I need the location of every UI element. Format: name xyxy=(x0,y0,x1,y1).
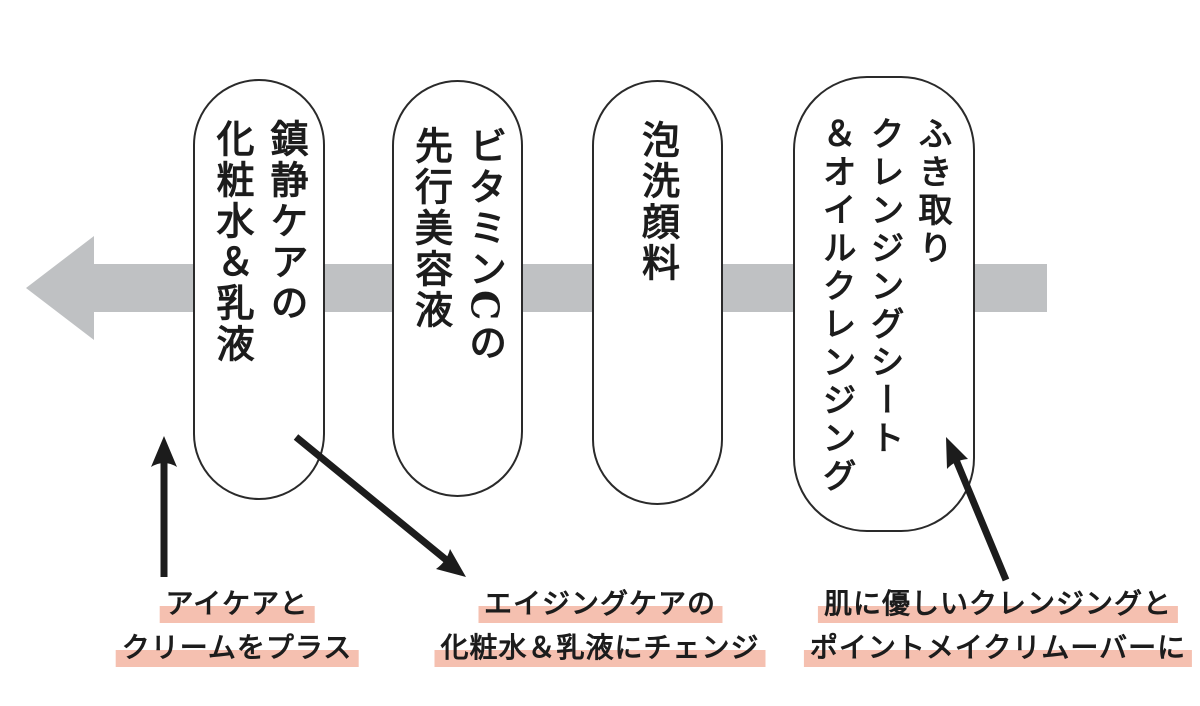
note-line: ポイントメイクリムーバーに xyxy=(803,626,1193,670)
capsule-text-column: 泡洗顔料 xyxy=(635,120,681,284)
highlighted-text: クリームをプラス xyxy=(115,629,359,667)
capsule-text-column: ふき取り xyxy=(912,116,952,268)
capsule-text-column: クレンジングシート xyxy=(864,116,904,458)
highlighted-text: ポイントメイクリムーバーに xyxy=(803,629,1193,667)
capsule-text-column: 鎮静ケアの xyxy=(264,119,309,324)
note-line: 化粧水＆乳液にチェンジ xyxy=(434,626,766,670)
step-capsule-text: ビタミンCの 先行美容液 xyxy=(404,126,512,364)
note-line: アイケアと xyxy=(116,582,359,626)
highlighted-text: アイケアと xyxy=(159,585,315,623)
capsule-text-column: 化粧水＆乳液 xyxy=(210,119,255,365)
diagonal-down-arrow-icon xyxy=(293,434,466,577)
step-capsule-lotion-emulsion: 鎮静ケアの 化粧水＆乳液 xyxy=(193,79,325,500)
step-capsule-text: ふき取り クレンジングシート ＆オイルクレンジング xyxy=(812,116,956,496)
highlighted-text: 肌に優しいクレンジングと xyxy=(817,585,1179,623)
capsule-text-column: ＆オイルクレンジング xyxy=(816,116,856,496)
note-aging-care: エイジングケアの 化粧水＆乳液にチェンジ xyxy=(434,582,766,670)
step-capsule-text: 泡洗顔料 xyxy=(631,120,685,284)
step-capsule-text: 鎮静ケアの 化粧水＆乳液 xyxy=(205,119,313,365)
up-arrow-icon xyxy=(151,436,177,577)
left-flow-arrow-icon xyxy=(26,236,1047,340)
note-eye-care: アイケアと クリームをプラス xyxy=(115,582,359,670)
note-line: クリームをプラス xyxy=(115,626,359,670)
note-line: 肌に優しいクレンジングと xyxy=(804,582,1192,626)
highlighted-text: 化粧水＆乳液にチェンジ xyxy=(434,629,766,667)
note-line: エイジングケアの xyxy=(434,582,765,626)
step-capsule-foam-wash: 泡洗顔料 xyxy=(592,80,723,505)
capsule-text-column: ビタミンCの xyxy=(462,126,508,365)
note-gentle-cleansing: 肌に優しいクレンジングと ポイントメイクリムーバーに xyxy=(803,582,1193,670)
step-capsule-vitamin-c-serum: ビタミンCの 先行美容液 xyxy=(392,80,523,497)
capsule-text-column: 先行美容液 xyxy=(408,126,454,331)
diagonal-up-arrow-icon xyxy=(946,437,1010,582)
step-capsule-cleansing: ふき取り クレンジングシート ＆オイルクレンジング xyxy=(793,76,975,532)
highlighted-text: エイジングケアの xyxy=(477,585,723,623)
